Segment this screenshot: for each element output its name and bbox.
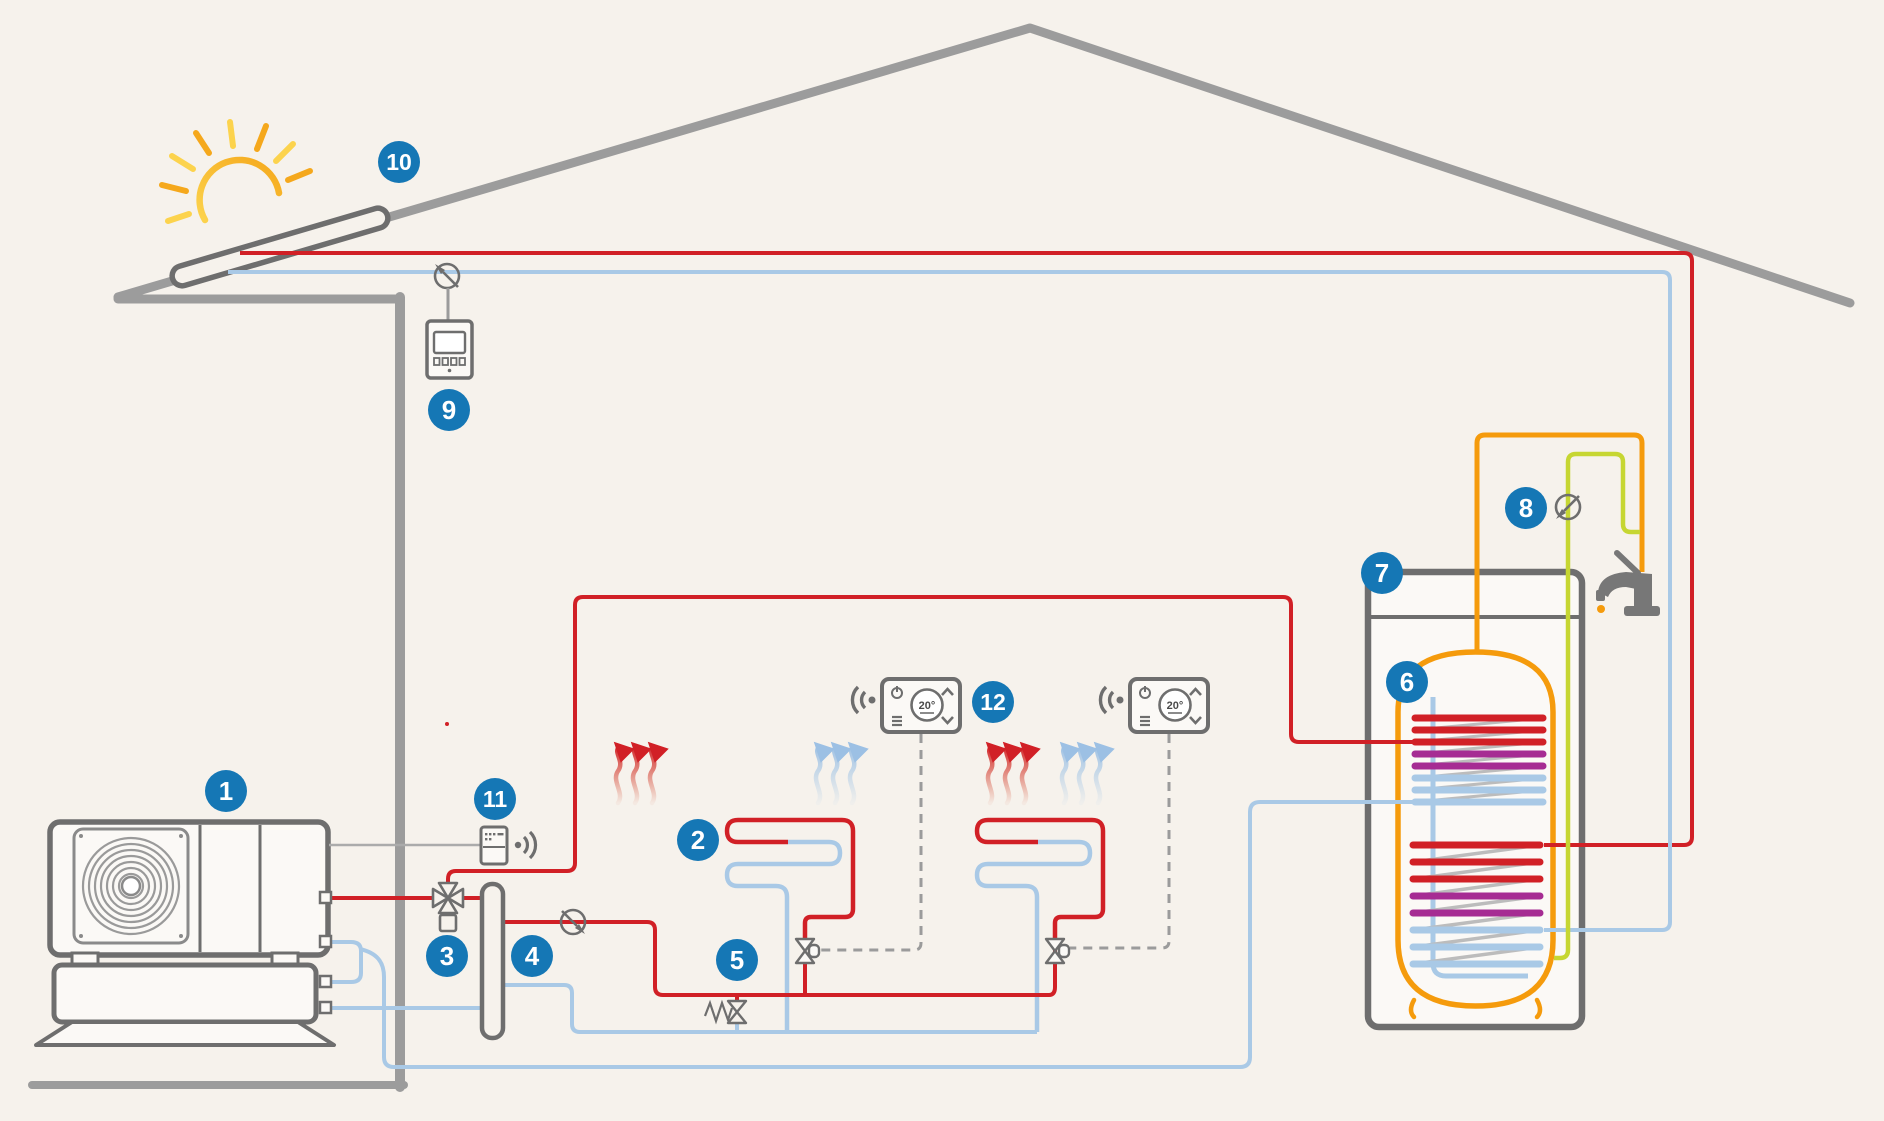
- svg-text:12: 12: [980, 689, 1006, 715]
- signal-icon: [514, 830, 538, 860]
- solar-collector-icon: [169, 205, 391, 289]
- label-badge-9: 9: [428, 389, 470, 431]
- label-badge-8: 8: [1505, 487, 1547, 529]
- sun-icon: [159, 119, 313, 224]
- tank-lower-coil: [1409, 841, 1544, 968]
- red-dot: [445, 722, 449, 726]
- underfloor-loop-2: [974, 839, 1093, 1032]
- svg-text:9: 9: [442, 395, 456, 425]
- house-outline: [28, 23, 1855, 1092]
- roof-line: [113, 23, 1855, 308]
- svg-text:7: 7: [1375, 558, 1389, 588]
- heat-pump-ports: [318, 890, 333, 1015]
- heat-waves-cool-2: [1062, 747, 1100, 803]
- bypass-valve-icon: [703, 999, 748, 1025]
- heat-pump-stand: [51, 962, 319, 1025]
- label-badge-7: 7: [1361, 552, 1403, 594]
- thermostat-1-control-line: [820, 734, 923, 952]
- chevron-up-icon: [941, 687, 954, 696]
- three-way-valve-icon: [431, 881, 465, 933]
- label-badge-1: 1: [205, 770, 247, 812]
- svg-text:8: 8: [1519, 493, 1533, 523]
- loop-return-pipe: [974, 839, 1093, 1032]
- heat-waves-warm-2: [988, 747, 1026, 803]
- label-badge-2: 2: [677, 819, 719, 861]
- room-thermostat-1: 20°: [850, 677, 962, 734]
- heating-flow-main: [503, 920, 1057, 997]
- chevron-up-icon: [1189, 687, 1202, 696]
- label-badge-4: 4: [511, 935, 553, 977]
- chevron-down-icon: [941, 716, 954, 725]
- tank-foot-left: [1408, 997, 1417, 1020]
- power-icon: [1139, 686, 1151, 699]
- tank-return-pipe: [359, 800, 1418, 1069]
- heat-waves-cool-1: [816, 747, 854, 803]
- label-badge-11: 11: [474, 778, 516, 820]
- svg-text:10: 10: [386, 149, 412, 175]
- fan-icon: [72, 827, 190, 945]
- svg-text:5: 5: [730, 945, 744, 975]
- tank-upper-coil: [1411, 714, 1547, 806]
- tank-inner-cylinder: [1395, 649, 1556, 1009]
- zone-valve-1-icon: [794, 937, 821, 965]
- thermostat-2-control-line: [1070, 734, 1171, 950]
- faucet-icon: [1596, 550, 1660, 616]
- svg-text:11: 11: [483, 786, 508, 812]
- thermostat-temperature: 20°: [1167, 700, 1184, 712]
- zone-valve-2-icon: [1044, 937, 1071, 965]
- system-controller-icon: [425, 319, 474, 380]
- heating-return-main: [503, 983, 1037, 1034]
- svg-text:6: 6: [1400, 667, 1414, 697]
- loop-return-pipe: [724, 839, 843, 1032]
- tank-charging-flow-pipe: [446, 595, 1418, 892]
- loop2-flow-pipe: [974, 817, 1106, 944]
- label-badge-6: 6: [1386, 661, 1428, 703]
- power-icon: [891, 686, 903, 699]
- heat-waves-warm-1: [616, 747, 654, 803]
- underfloor-loop-1: [724, 839, 843, 1032]
- loop1-flow-pipe: [724, 817, 856, 944]
- label-badge-12: 12: [972, 681, 1014, 723]
- svg-text:3: 3: [440, 941, 454, 971]
- wifi-icon: [850, 685, 876, 715]
- thermostat-dial: 20°: [910, 688, 944, 722]
- svg-text:4: 4: [525, 941, 540, 971]
- water-drop-icon: [1597, 605, 1605, 613]
- hydraulic-separator: [479, 881, 506, 1041]
- label-badge-3: 3: [426, 935, 468, 977]
- label-badge-5: 5: [716, 939, 758, 981]
- wifi-icon: [1098, 685, 1124, 715]
- svg-text:2: 2: [691, 825, 705, 855]
- tank-foot-right: [1534, 997, 1543, 1020]
- svg-text:1: 1: [219, 776, 233, 806]
- room-thermostat-2: 20°: [1098, 677, 1210, 734]
- solar-flow-pipe: [240, 251, 1694, 847]
- circulation-pipe: [1554, 451, 1640, 961]
- solar-return-pipe: [228, 270, 1672, 932]
- temperature-sensor-icon: [433, 262, 461, 290]
- thermostat-dial: 20°: [1158, 688, 1192, 722]
- heat-pump-unit: [34, 819, 336, 1047]
- menu-icon: [1140, 715, 1150, 727]
- thermostat-temperature: 20°: [919, 700, 936, 712]
- heat-pump-return-loop: [331, 940, 363, 984]
- heat-pump-base: [34, 1020, 336, 1047]
- dhw-pipe: [1474, 432, 1645, 652]
- label-badge-10: 10: [378, 141, 420, 183]
- menu-icon: [892, 715, 902, 727]
- chevron-down-icon: [1189, 716, 1202, 725]
- wireless-module-icon: [479, 825, 538, 866]
